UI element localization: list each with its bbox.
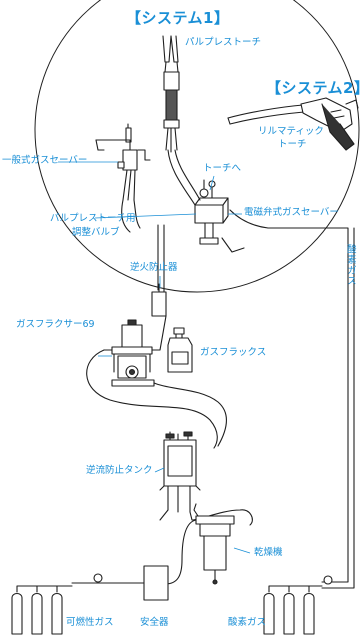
safety-device-label: 安全器	[140, 617, 169, 628]
hose-line	[229, 209, 269, 229]
backflow-tank-label: 逆流防止タンク	[86, 465, 153, 476]
hose-line	[221, 237, 245, 253]
system-boundary-circle	[34, 0, 360, 293]
gas-flux-label: ガスフラックス	[200, 347, 267, 358]
gas-flux-bottle-icon	[167, 327, 193, 373]
pulse-torch-icon	[162, 35, 180, 153]
system2-title: 【システム2】	[266, 79, 364, 97]
dryer-label: 乾燥機	[254, 547, 283, 558]
hose-line	[159, 509, 169, 521]
combustible-gas-cylinders-icon	[11, 585, 73, 635]
hose-line	[174, 149, 201, 201]
torch-adjust-valve-label-line1: パルプレストーチ用	[50, 213, 136, 224]
gas-fluxer-label: ガスフラクサー69	[16, 319, 95, 330]
hose-line	[153, 382, 227, 447]
general-gas-saver-icon	[95, 123, 151, 233]
oxygen-line	[267, 227, 349, 583]
gas-fluxer-icon	[103, 283, 167, 387]
regulator-gauge-icon	[93, 573, 103, 583]
general-gas-saver-label: 一般式ガスセーバー	[2, 155, 88, 166]
system1-title: 【システム1】	[126, 9, 230, 27]
torch-adjust-valve-label-line2: 調整バルブ	[72, 227, 120, 238]
combustible-gas-label: 可燃性ガス	[66, 617, 114, 628]
dryer-icon	[193, 503, 235, 585]
hose-line	[164, 519, 197, 585]
oxygen-cylinders-icon	[263, 585, 323, 635]
rilmatic-torch-label-line2: トーチ	[278, 139, 307, 150]
solenoid-gas-saver-label: 電磁弁式ガスセーバー	[244, 207, 339, 218]
rilmatic-torch-icon	[227, 97, 359, 151]
rilmatic-torch-label-line1: リルマティック	[258, 126, 324, 137]
hose-line	[86, 349, 218, 449]
oxygen-gas-vertical-label: 酸素ガス	[344, 244, 356, 286]
backflow-tank-icon	[159, 431, 201, 513]
pulse-torch-label: パルプレストーチ	[185, 37, 262, 48]
to-torch-label: トーチへ	[203, 163, 242, 174]
flashback-arrestor-label: 逆火防止器	[130, 262, 178, 273]
adjust-valve-icon	[194, 179, 229, 245]
safety-device-icon	[143, 565, 169, 601]
regulator-gauge-icon	[323, 575, 333, 585]
hose-line	[167, 149, 196, 206]
oxygen-line	[321, 227, 355, 589]
oxygen-gas-label: 酸素ガス	[228, 617, 267, 628]
